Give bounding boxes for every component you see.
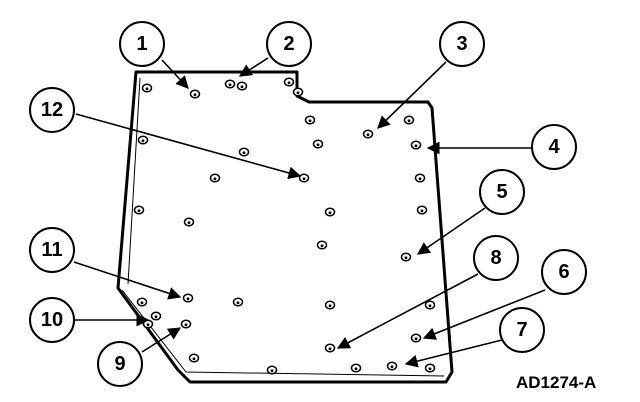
leader-5 (416, 207, 486, 255)
callout-1-circle (119, 21, 165, 67)
bolt-hole-center (428, 304, 432, 308)
bolt-hole-center (140, 301, 144, 305)
callout-4-circle (531, 124, 577, 170)
bolt-hole-center (407, 119, 411, 123)
bolt-hole-center (428, 367, 432, 371)
bolt-hole-center (354, 367, 358, 371)
bolt-hole-center (184, 323, 188, 327)
bolt-hole-center (308, 119, 312, 123)
callout-12-label: 12 (41, 99, 63, 121)
bolt-hole-center (366, 133, 370, 137)
callout-8-label: 8 (490, 247, 501, 269)
bolt-hole-center (328, 304, 332, 308)
bolt-hole-center (414, 144, 418, 148)
bolt-hole-center (418, 177, 422, 181)
bolt-hole-center (213, 177, 217, 181)
bolt-hole-center (236, 301, 240, 305)
callout-circles (29, 21, 587, 387)
bolt-hole-center (137, 209, 141, 213)
leader-9 (141, 327, 182, 353)
callout-7-label: 7 (516, 319, 527, 341)
callout-7-circle (499, 307, 545, 353)
bolt-hole-center (316, 143, 320, 147)
leader-lines (73, 57, 546, 368)
bolt-hole-center (390, 365, 394, 369)
bolt-hole-center (186, 297, 190, 301)
callout-3-circle (439, 21, 485, 67)
bolt-hole-center (192, 357, 196, 361)
callout-6-circle (541, 249, 587, 295)
callout-9-circle (97, 341, 143, 387)
callout-11-circle (29, 227, 75, 273)
bolt-hole-center (242, 151, 246, 155)
callout-10-label: 10 (41, 309, 63, 331)
bolt-hole-center (187, 221, 191, 225)
leader-1 (161, 59, 189, 89)
callout-1-label: 1 (136, 33, 147, 55)
callout-9-label: 9 (114, 353, 125, 375)
leader-2 (238, 57, 269, 77)
bolt-hole-center (146, 323, 150, 327)
bolt-hole-center (287, 81, 291, 85)
bolt-hole-center (296, 91, 300, 95)
bolt-hole-center (414, 337, 418, 341)
callout-10-circle (29, 297, 75, 343)
leader-12 (75, 113, 302, 180)
leader-3 (377, 61, 447, 129)
callout-11-label: 11 (41, 239, 62, 261)
bolt-hole-center (145, 87, 149, 91)
leader-11 (73, 261, 182, 300)
figure-id: AD1274-A (516, 373, 596, 392)
leader-8 (336, 273, 479, 349)
bolt-hole-center (141, 139, 145, 143)
leader-6 (422, 289, 546, 340)
callout-3-label: 3 (456, 33, 467, 55)
callout-8-circle (473, 235, 519, 281)
bolt-hole-center (240, 85, 244, 89)
bolt-hole-center (328, 347, 332, 351)
bolt-hole-center (328, 211, 332, 215)
leader-7 (404, 339, 503, 368)
bolt-hole-center (270, 369, 274, 373)
callout-5-label: 5 (496, 181, 507, 203)
bolt-hole-center (404, 256, 408, 260)
callout-6-label: 6 (558, 261, 569, 283)
bolt-hole-center (193, 93, 197, 97)
bolt-hole-center (302, 177, 306, 181)
callout-2-circle (266, 21, 312, 67)
bolt-hole-center (154, 315, 158, 319)
callout-2-label: 2 (283, 33, 294, 55)
callout-12-circle (29, 87, 75, 133)
bolt-hole-center (228, 83, 232, 87)
callout-5-circle (479, 169, 525, 215)
bolt-hole-center (420, 209, 424, 213)
callout-4-label: 4 (548, 136, 560, 158)
bolt-hole-center (320, 244, 324, 248)
